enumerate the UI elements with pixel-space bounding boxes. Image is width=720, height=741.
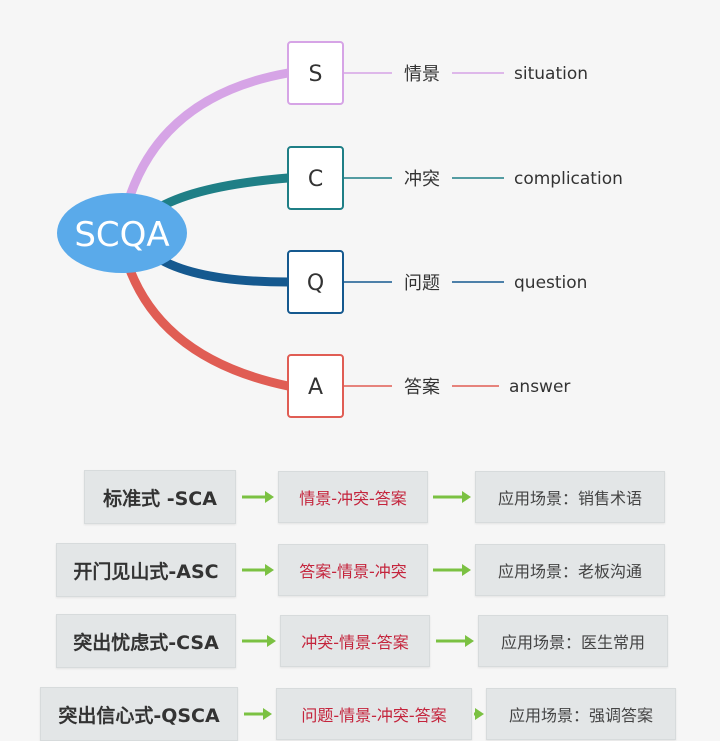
- pattern-name-text: 标准式 -SCA: [103, 487, 217, 510]
- pattern-order: 问题-情景-冲突-答案: [276, 688, 472, 740]
- branch-curve-a: [125, 265, 293, 391]
- flow-arrow-icon: [242, 564, 274, 576]
- flow-arrow-icon: [242, 491, 274, 503]
- branch-letter: S: [309, 62, 323, 87]
- pattern-order: 情景-冲突-答案: [278, 471, 428, 523]
- branch-cn-label: 问题: [404, 273, 440, 294]
- flow-arrow-icon: [433, 564, 471, 576]
- branch-cn-label: 答案: [404, 377, 440, 398]
- center-node: [57, 193, 187, 273]
- pattern-order: 答案-情景-冲突: [278, 544, 428, 596]
- branch-en-label: situation: [514, 64, 588, 84]
- pattern-name: 突出忧虑式-CSA: [56, 614, 236, 668]
- pattern-usage: 应用场景：老板沟通: [475, 544, 665, 596]
- branch-curve-s: [125, 68, 293, 201]
- pattern-usage-text: 应用场景：销售术语: [497, 489, 642, 508]
- pattern-name-text: 突出信心式-QSCA: [58, 704, 220, 727]
- branch-letter: Q: [307, 271, 324, 296]
- branch-letter: A: [308, 375, 323, 400]
- flow-arrow-icon: [436, 635, 474, 647]
- flow-arrow-icon: [244, 708, 272, 720]
- flow-arrow-icon: [474, 708, 484, 720]
- branch-en-label: question: [514, 273, 587, 293]
- pattern-usage: 应用场景：医生常用: [478, 615, 668, 667]
- flow-arrow-icon: [242, 635, 276, 647]
- pattern-order-text: 问题-情景-冲突-答案: [301, 706, 447, 725]
- flow-arrow-icon: [433, 491, 471, 503]
- pattern-usage: 应用场景：销售术语: [475, 471, 665, 523]
- pattern-order: 冲突-情景-答案: [280, 615, 430, 667]
- pattern-order-text: 情景-冲突-答案: [299, 489, 407, 508]
- pattern-usage-text: 应用场景：强调答案: [508, 706, 653, 725]
- pattern-usage-text: 应用场景：老板沟通: [497, 562, 642, 581]
- branch-letter: C: [308, 167, 323, 192]
- pattern-name-text: 突出忧虑式-CSA: [73, 631, 219, 654]
- branch-curve-c: [147, 173, 293, 217]
- pattern-order-text: 冲突-情景-答案: [301, 633, 409, 652]
- pattern-order-text: 答案-情景-冲突: [299, 562, 407, 581]
- pattern-usage: 应用场景：强调答案: [486, 688, 676, 740]
- branch-cn-label: 情景: [404, 64, 440, 85]
- pattern-name-text: 开门见山式-ASC: [73, 560, 219, 583]
- pattern-name: 开门见山式-ASC: [56, 543, 236, 597]
- pattern-name: 突出信心式-QSCA: [40, 687, 238, 741]
- pattern-name: 标准式 -SCA: [84, 470, 236, 524]
- center-node-label: SCQA: [74, 215, 169, 255]
- pattern-usage-text: 应用场景：医生常用: [500, 633, 645, 652]
- branch-en-label: complication: [514, 169, 623, 189]
- branch-en-label: answer: [509, 377, 570, 397]
- branch-cn-label: 冲突: [404, 169, 440, 190]
